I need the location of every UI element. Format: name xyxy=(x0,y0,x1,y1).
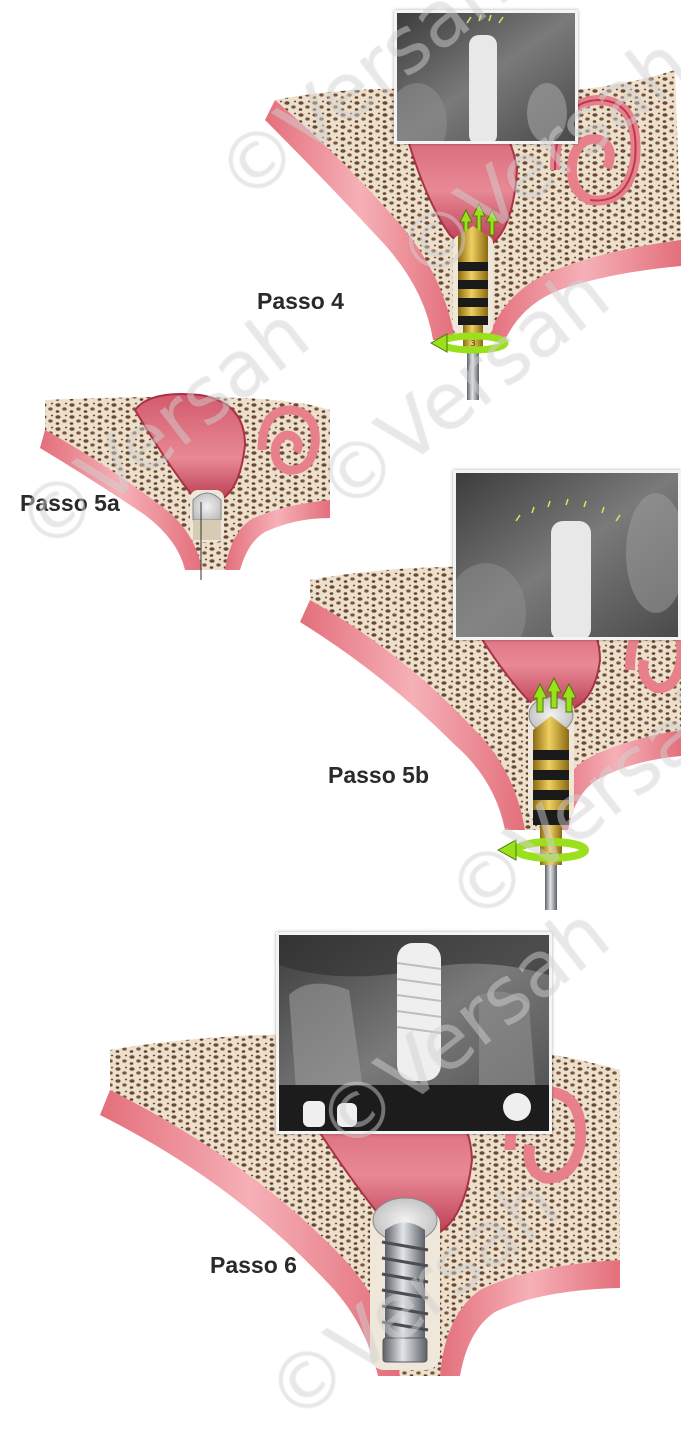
step-6-label: Passo 6 xyxy=(210,1252,297,1279)
step-5b-xray xyxy=(453,470,681,640)
step-6-xray xyxy=(276,932,552,1134)
dental-implant xyxy=(382,1223,428,1363)
step-5a-illustration xyxy=(40,390,340,580)
drill: 5 xyxy=(533,716,569,910)
step-5b-label: Passo 5b xyxy=(328,762,429,789)
step-4-label: Passo 4 xyxy=(257,288,344,315)
step-5a-label: Passo 5a xyxy=(20,490,120,517)
step-4-xray xyxy=(394,10,578,144)
drill: 3 xyxy=(458,226,488,400)
